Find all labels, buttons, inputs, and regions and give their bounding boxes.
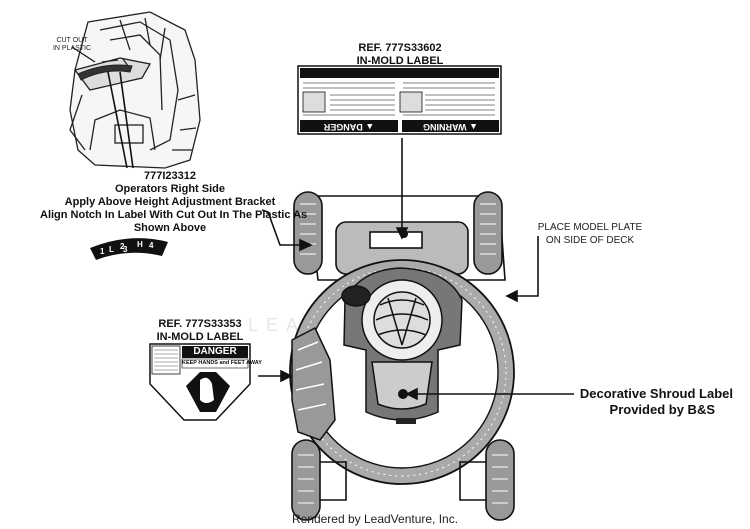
footer-credit: Rendered by LeadVenture, Inc. bbox=[291, 512, 459, 526]
height-bracket-sketch bbox=[69, 11, 201, 169]
shroud-callout: Decorative Shroud Label Provided by B&S bbox=[560, 386, 733, 418]
top-label-ref: REF. 777S33602 bbox=[358, 42, 442, 54]
leader-arrows bbox=[258, 138, 574, 401]
height-label-instruction-3: Shown Above bbox=[133, 222, 207, 234]
left-label-type: IN-MOLD LABEL bbox=[156, 331, 244, 343]
height-label-side: Operators Right Side bbox=[114, 183, 226, 195]
scale-3: 3 bbox=[123, 245, 128, 254]
scale-1: 1 bbox=[100, 247, 105, 256]
height-label-part: 777I23312 bbox=[144, 170, 196, 182]
height-label-callout: 777I23312 Operators Right Side Apply Abo… bbox=[40, 170, 308, 235]
left-safety-label bbox=[149, 343, 251, 421]
top-label-type: IN-MOLD LABEL bbox=[356, 55, 444, 67]
model-plate-callout: PLACE MODEL PLATE ON SIDE OF DECK bbox=[537, 222, 643, 246]
cutout-label: CUT OUT IN PLASTIC bbox=[52, 37, 92, 52]
top-label-warning-text: ▲ WARNING bbox=[423, 122, 478, 132]
scale-L: L bbox=[109, 245, 114, 254]
height-label-instruction-1: Apply Above Height Adjustment Bracket bbox=[64, 196, 276, 208]
height-label-leader-2 bbox=[119, 71, 134, 169]
left-label-sub-text: KEEP HANDS and FEET AWAY bbox=[182, 360, 262, 366]
shroud-line-1: Decorative Shroud Label bbox=[579, 386, 733, 401]
shroud-line-2: Provided by B&S bbox=[609, 402, 715, 417]
scale-H: H bbox=[137, 240, 143, 249]
top-safety-label bbox=[297, 65, 502, 135]
front-wheel-treads bbox=[298, 454, 508, 504]
sketch-height-scale bbox=[77, 64, 133, 81]
front-wheels bbox=[291, 439, 515, 521]
top-label-callout: REF. 777S33602 IN-MOLD LABEL bbox=[330, 42, 470, 68]
mower-top-body bbox=[309, 195, 506, 281]
height-label-leader-1 bbox=[107, 71, 128, 169]
engine-shroud bbox=[341, 230, 463, 424]
cutout-leader bbox=[71, 46, 96, 63]
left-label-ref: REF. 777S33353 bbox=[158, 318, 242, 330]
height-scale-labels: 1 L 2 H 3 4 bbox=[97, 235, 177, 261]
height-label-graphic bbox=[90, 238, 168, 260]
scale-2: 2 bbox=[120, 242, 125, 251]
height-label-instruction-2: Align Notch In Label With Cut Out In The… bbox=[40, 209, 308, 221]
left-label-callout: REF. 777S33353 IN-MOLD LABEL bbox=[140, 318, 260, 344]
left-label-danger-text: DANGER bbox=[193, 346, 237, 357]
top-label-danger-text: ▲ DANGER bbox=[323, 122, 375, 132]
discharge-chute bbox=[291, 326, 336, 441]
scale-4: 4 bbox=[149, 241, 154, 250]
rear-wheel-treads bbox=[300, 203, 496, 255]
